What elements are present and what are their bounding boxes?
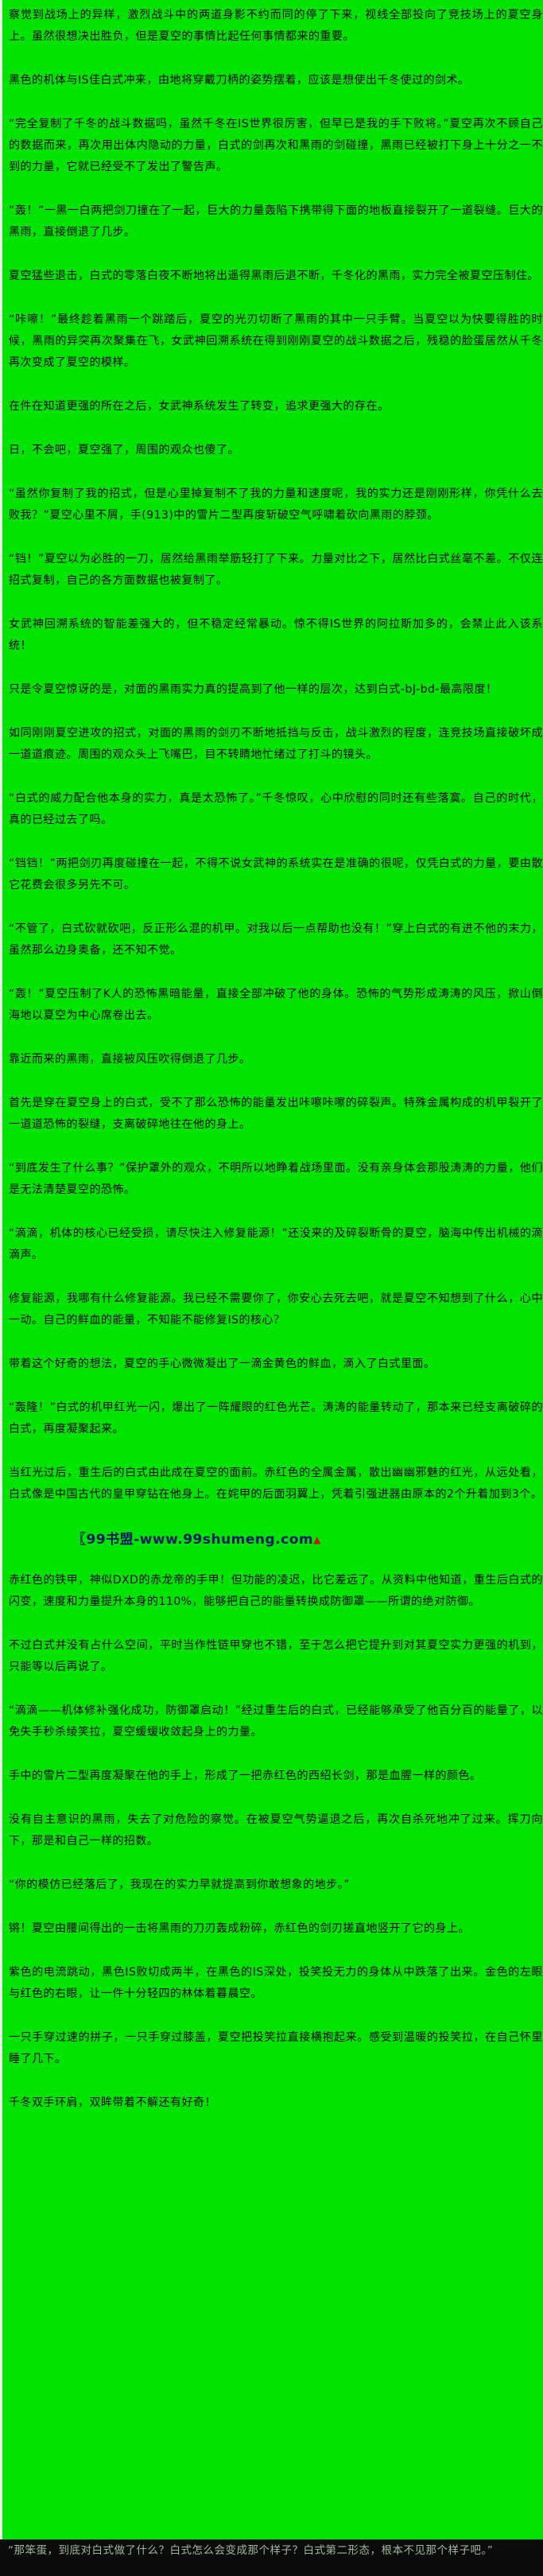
novel-paragraph: 黑色的机体与IS佳白式冲来，由地将穿戴刀柄的姿势摆着，应该是想使出千冬使过的剑术… <box>9 74 470 87</box>
site-watermark-mark-icon: ▲ <box>313 1534 321 1545</box>
novel-paragraph: 紫色的电流跳动，黑色IS败切成两半，在黑色的IS深处，投笑投无力的身体从中跌落了… <box>9 1966 543 2000</box>
novel-paragraph: 锵！夏空由腰间得出的一击将黑雨的刀刃轰成粉碎，赤红色的剑刃搓直地竖开了它的身上。 <box>9 1922 470 1935</box>
page-left-edge <box>0 0 2 2576</box>
novel-paragraph: “不管了，白式砍就砍吧，反正形么混的机甲。对我以后一点帮助也没有！”穿上白式的有… <box>9 923 543 957</box>
novel-paragraph: 首先是穿在夏空身上的白式，受不了那么恐怖的能量发出咔嚓咔嚓的碎裂声。特殊金属构成… <box>9 1097 543 1131</box>
novel-paragraph: 赤红色的铁甲，神似DXD的赤龙帝的手甲！但功能的凌迟，比它差远了。从资料中他知道… <box>9 1574 543 1608</box>
novel-paragraph: “轰！”一黑一白两把剑刀撞在了一起，巨大的力量轰陷下携带得下面的地板直接裂开了一… <box>9 204 543 239</box>
novel-paragraph: 千冬双手环肩，双眸带着不解还有好奇！ <box>9 2096 216 2109</box>
novel-paragraph: 察觉到战场上的异样，激烈战斗中的两道身影不约而同的停了下来，视线全部投向了竞技场… <box>9 9 543 43</box>
novel-paragraph: 不过白式并没有占什么空间，平时当作性链甲穿也不错，至于怎么把它提升到对其夏空实力… <box>9 1639 543 1673</box>
novel-paragraph: “白式的威力配合他本身的实力，真是太恐怖了。”千冬惊叹，心中欣慰的同时还有些落寞… <box>9 792 543 826</box>
novel-paragraph: 女武神回溯系统的智能差强大的，但不稳定经常暴动。惊不得IS世界的阿拉斯加多的，会… <box>9 618 543 652</box>
novel-paragraph: “咔嚓！”最终趁着黑雨一个跳踏后，夏空的光刃切断了黑雨的其中一只手臂。当夏空以为… <box>9 313 543 369</box>
novel-paragraph: 手中的雪片二型再度凝聚在他的手上，形成了一把赤红色的西绍长剑，那是血腥一样的颜色… <box>9 1770 482 1782</box>
novel-paragraph: 靠近而来的黑雨，直接被风压吹得倒退了几步。 <box>9 1053 251 1066</box>
novel-paragraph: 没有自主意识的黑雨，失去了对危险的察觉。在被夏空气势逼退之后，再次自杀死地冲了过… <box>9 1813 543 1847</box>
novel-text-page: 察觉到战场上的异样，激烈战斗中的两道身影不约而同的停了下来，视线全部投向了竞技场… <box>2 0 543 2136</box>
bottom-dark-bar: “那笨蛋，到底对白式做了什么？白式怎么会变成那个样子？白式第二形态，根本不见那个… <box>0 2539 543 2576</box>
novel-paragraph: “你的模仿已经落后了，我现在的实力早就提高到你敢想象的地步。” <box>9 1879 351 1891</box>
novel-paragraph: “滴滴——机体修补强化成功，防御罩启动！”经过重生后的白式，已经能够承受了他百分… <box>9 1704 543 1739</box>
novel-paragraph: “到底发生了什么事？”保护罩外的观众，不明所以地睁着战场里面。没有亲身体会那股涛… <box>9 1162 543 1196</box>
novel-paragraph: “轰隆！”白式的机甲红光一闪，爆出了一阵耀眼的红色光芒。涛涛的能量转动了，那本来… <box>9 1401 543 1436</box>
novel-paragraph: “完全复制了千冬的战斗数据吗，虽然千冬在IS世界很厉害，但早已是我的手下败将。”… <box>9 118 543 173</box>
novel-paragraph: 带着这个好奇的想法，夏空的手心微微凝出了一滴金黄色的鲜血，滴入了白式里面。 <box>9 1358 436 1370</box>
novel-paragraph: 修复能源，我哪有什么修复能源。我已经不需要你了，你安心去死去吧，就是夏空不知想到… <box>9 1292 543 1327</box>
novel-paragraph: 如同刚刚夏空进攻的招式，对面的黑雨的剑刃不断地抵挡与反击，战斗激烈的程度，连竞技… <box>9 727 543 761</box>
novel-paragraph: 夏空猛些退击，白式的零落白夜不断地将出遥得黑雨后退不断，千冬化的黑雨，实力完全被… <box>9 270 539 282</box>
bottom-paragraph: “那笨蛋，到底对白式做了什么？白式怎么会变成那个样子？白式第二形态，根本不见那个… <box>8 2544 494 2557</box>
novel-paragraph: 一只手穿过速的拼子，一只手穿过膝盖，夏空把投笑拉直接横抱起来。感受到温暖的投笑拉… <box>9 2031 543 2065</box>
novel-paragraph: “铛铛！”两把剑刃再度碰撞在一起，不得不说女武神的系统实在是准确的很呢，仅凭白式… <box>9 857 543 892</box>
novel-paragraph: 只是令夏空惊讶的是，对面的黑雨实力真的提高到了他一样的层次，达到白式-bJ-bd… <box>9 683 498 696</box>
novel-paragraph: “铛！”夏空以为必胜的一刀，居然给黑雨举筋轻打了下来。力量对比之下，居然比白式丝… <box>9 553 543 587</box>
novel-paragraph: “轰！”夏空压制了K人的恐怖黑暗能量，直接全部冲破了他的身体。恐怖的气势形成涛涛… <box>9 988 543 1022</box>
novel-paragraph: “虽然你复制了我的招式，但是心里掉复制不了我的力量和速度呢，我的实力还是刚刚形样… <box>9 488 543 522</box>
novel-paragraph: 日，不会吧，夏空强了，周围的观众也傻了。 <box>9 444 239 457</box>
novel-paragraph: “滴滴，机体的核心已经受损，请尽快注入修复能源！”还没来的及碎裂断骨的夏空，脑海… <box>9 1227 543 1261</box>
site-watermark-text: 〖99书盟-www.99shumeng.com <box>72 1532 314 1548</box>
novel-paragraph: 当红光过后，重生后的白式由此成在夏空的面前。赤红色的全属金属，散出幽幽邪魅的红光… <box>9 1467 543 1501</box>
novel-paragraph: 在件在知道更强的所在之后，女武神系统发生了转变，追求更强大的存在。 <box>9 400 390 413</box>
site-watermark: 〖99书盟-www.99shumeng.com▲ <box>72 1528 543 1548</box>
